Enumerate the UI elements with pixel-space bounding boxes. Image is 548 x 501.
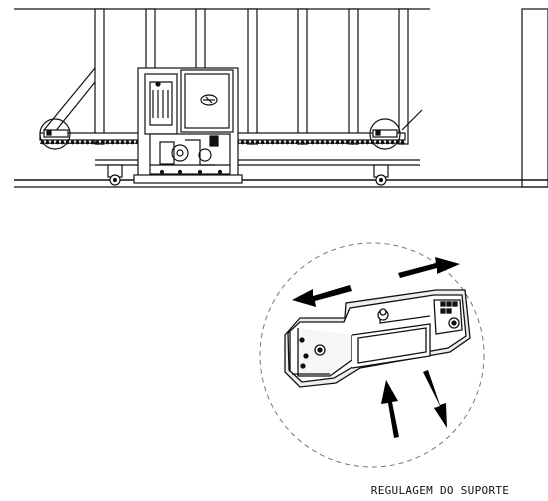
arrow-right-icon [398,257,460,278]
brace-right [401,109,423,131]
detail-zoom [259,242,485,468]
gate-wheels [107,164,389,186]
rack-end-right [369,118,401,150]
rack-end-left [39,118,71,150]
arrow-up-icon [381,380,399,438]
zoom-circle [259,242,485,468]
arrow-left-icon [292,285,352,307]
brace-left [43,67,96,131]
motor-unit [133,67,243,184]
rack-bracket [284,289,471,388]
arrow-down-icon [423,370,447,428]
detail-caption: REGULAGEM DO SUPORTE [370,484,510,497]
right-wall [521,8,548,188]
gate-drawing [14,8,548,188]
